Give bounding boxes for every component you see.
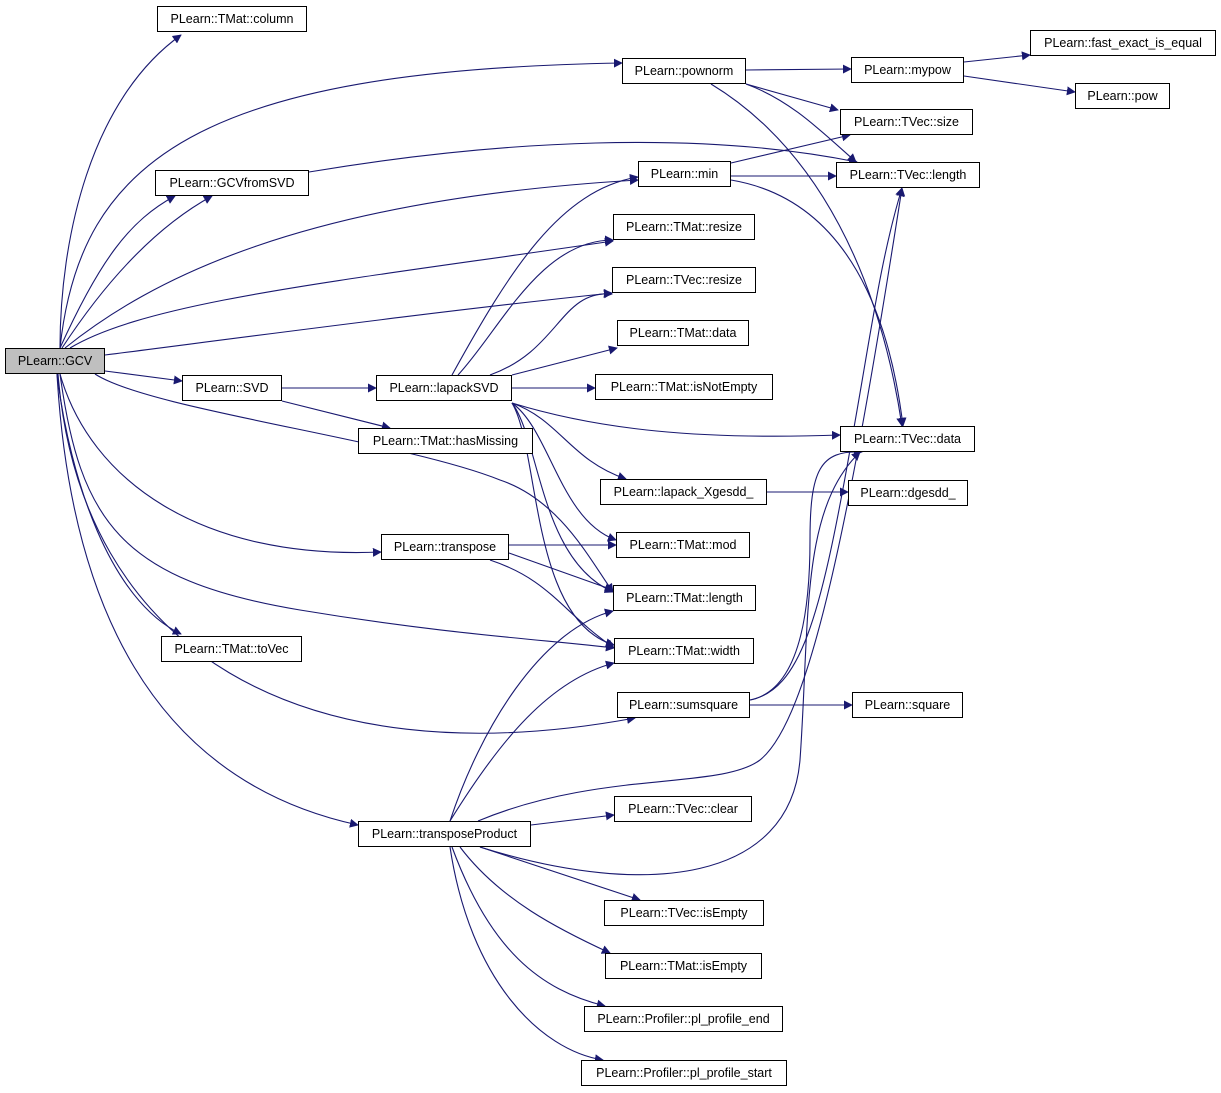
edge-gcv-to-min bbox=[64, 175, 639, 349]
edge-lapacksvd-to-tvec-data bbox=[511, 402, 841, 440]
edge-gcv-to-tmat-width bbox=[59, 373, 615, 652]
edge-gcv-to-svd bbox=[104, 370, 183, 385]
edge-gcv-to-tmat-resize bbox=[69, 237, 614, 349]
node-pownorm[interactable]: PLearn::pownorm bbox=[622, 58, 746, 84]
node-transposeproduct[interactable]: PLearn::transposeProduct bbox=[358, 821, 531, 847]
edge-gcv-to-pownorm bbox=[59, 58, 623, 349]
node-tmat-mod[interactable]: PLearn::TMat::mod bbox=[616, 532, 750, 558]
node-square[interactable]: PLearn::square bbox=[852, 692, 963, 718]
node-transpose[interactable]: PLearn::transpose bbox=[381, 534, 509, 560]
edge-gcv-to-transposeproduct bbox=[56, 373, 359, 828]
edge-lapacksvd-to-tmat-length bbox=[511, 402, 614, 593]
node-tmat-isempty[interactable]: PLearn::TMat::isEmpty bbox=[605, 953, 762, 979]
node-tvec-size[interactable]: PLearn::TVec::size bbox=[840, 109, 973, 135]
node-tmat-data[interactable]: PLearn::TMat::data bbox=[617, 320, 749, 346]
node-dgesdd[interactable]: PLearn::dgesdd_ bbox=[848, 480, 968, 506]
node-tmat-hasmissing[interactable]: PLearn::TMat::hasMissing bbox=[358, 428, 533, 454]
edge-lapacksvd-to-min bbox=[451, 173, 639, 376]
edge-pownorm-to-tvec-data bbox=[710, 83, 906, 427]
node-tvec-clear[interactable]: PLearn::TVec::clear bbox=[614, 796, 752, 822]
edge-pownorm-to-tvec-size bbox=[745, 83, 839, 113]
edge-lapacksvd-to-tmat-data bbox=[511, 345, 618, 376]
edge-gcv-to-tmat-column bbox=[59, 34, 182, 349]
node-tmat-width[interactable]: PLearn::TMat::width bbox=[614, 638, 754, 664]
edge-transpose-to-tmat-length bbox=[508, 552, 614, 592]
node-tvec-resize[interactable]: PLearn::TVec::resize bbox=[612, 267, 756, 293]
node-pl-profile-end[interactable]: PLearn::Profiler::pl_profile_end bbox=[584, 1006, 783, 1032]
edge-gcv-to-gcvfromsvd-b bbox=[61, 195, 213, 349]
node-pl-profile-start[interactable]: PLearn::Profiler::pl_profile_start bbox=[581, 1060, 787, 1086]
edge-mypow-to-fast-exact-is-equal bbox=[963, 51, 1031, 63]
node-tmat-column[interactable]: PLearn::TMat::column bbox=[157, 6, 307, 32]
edge-transposeproduct-to-tvec-clear bbox=[530, 811, 615, 826]
node-tvec-data[interactable]: PLearn::TVec::data bbox=[840, 426, 975, 452]
edge-gcv-to-transpose bbox=[59, 373, 382, 557]
edge-min-to-tvec-size bbox=[730, 132, 851, 164]
edge-transposeproduct-to-pl-profile-end bbox=[451, 846, 606, 1009]
edge-gcv-to-sumsquare bbox=[57, 373, 636, 734]
edge-svd-to-tmat-hasmissing bbox=[281, 400, 391, 431]
node-tvec-length[interactable]: PLearn::TVec::length bbox=[836, 162, 980, 188]
node-tmat-tovec[interactable]: PLearn::TMat::toVec bbox=[161, 636, 302, 662]
edge-transposeproduct-to-tmat-isempty bbox=[459, 846, 611, 954]
edge-transposeproduct-to-tmat-width bbox=[449, 660, 615, 822]
edge-pownorm-to-tvec-length bbox=[745, 83, 857, 163]
node-lapacksvd[interactable]: PLearn::lapackSVD bbox=[376, 375, 512, 401]
edge-min-to-tvec-data bbox=[730, 179, 907, 427]
edge-lapacksvd-to-lapack-xgesdd bbox=[511, 402, 627, 481]
edge-transposeproduct-to-tvec-isempty bbox=[479, 846, 641, 902]
edge-transposeproduct-to-pl-profile-start bbox=[449, 846, 604, 1064]
edge-mypow-to-pow bbox=[963, 75, 1076, 96]
node-lapack-xgesdd[interactable]: PLearn::lapack_Xgesdd_ bbox=[600, 479, 767, 505]
edge-pownorm-to-mypow bbox=[745, 64, 852, 74]
node-svd[interactable]: PLearn::SVD bbox=[182, 375, 282, 401]
edge-transposeproduct-to-tmat-length bbox=[449, 608, 614, 822]
node-tmat-length[interactable]: PLearn::TMat::length bbox=[613, 585, 756, 611]
edge-lapacksvd-to-tmat-mod bbox=[511, 402, 617, 542]
node-tvec-isempty[interactable]: PLearn::TVec::isEmpty bbox=[604, 900, 764, 926]
node-mypow[interactable]: PLearn::mypow bbox=[851, 57, 964, 83]
node-fast-exact-is-equal[interactable]: PLearn::fast_exact_is_equal bbox=[1030, 30, 1216, 56]
edge-gcv-to-tvec-resize bbox=[104, 289, 613, 356]
node-tmat-resize[interactable]: PLearn::TMat::resize bbox=[613, 214, 755, 240]
edge-lapacksvd-to-tmat-resize bbox=[457, 235, 614, 376]
edge-transposeproduct-to-tvec-data bbox=[479, 451, 861, 876]
edge-gcv-to-gcvfromsvd-a bbox=[59, 195, 176, 349]
edge-lapacksvd-to-tvec-resize bbox=[489, 288, 613, 376]
edge-sumsquare-to-tvec-data bbox=[749, 447, 863, 701]
edge-lapacksvd-to-tmat-width bbox=[511, 402, 615, 647]
node-pow[interactable]: PLearn::pow bbox=[1075, 83, 1170, 109]
node-gcv: PLearn::GCV bbox=[5, 348, 105, 374]
node-sumsquare[interactable]: PLearn::sumsquare bbox=[617, 692, 750, 718]
node-gcvfromsvd[interactable]: PLearn::GCVfromSVD bbox=[155, 170, 309, 196]
node-min[interactable]: PLearn::min bbox=[638, 161, 731, 187]
edge-transpose-to-tmat-width bbox=[489, 559, 615, 649]
node-tmat-isnotempty[interactable]: PLearn::TMat::isNotEmpty bbox=[595, 374, 773, 400]
